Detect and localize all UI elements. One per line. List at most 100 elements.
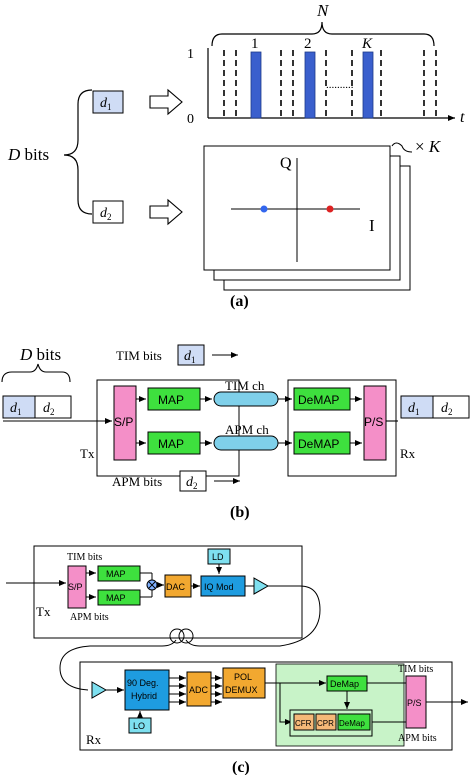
d1-box-a <box>92 90 124 114</box>
demap-bot-label: DeMap <box>339 719 365 728</box>
d1-label-a: d1 <box>100 96 112 112</box>
apm-bits-label-c-tx: APM bits <box>70 612 109 623</box>
hybrid-label-2: Hybrid <box>131 691 157 701</box>
hollow-arrow-2 <box>149 198 183 226</box>
cfr-label: CFR <box>295 719 312 728</box>
fiber-spool-1 <box>169 628 185 644</box>
pulse-label-1: 1 <box>251 36 259 52</box>
label-D-bits-b: D bits <box>19 345 61 364</box>
pol-label-2: DEMUX <box>225 685 258 695</box>
map-label-2-b: MAP <box>158 437 184 451</box>
amplifier-tx <box>253 577 270 595</box>
d2-box-a <box>92 200 124 224</box>
tim-d1-box <box>177 344 205 366</box>
apm-bits-label-c-rx: APM bits <box>398 733 437 744</box>
fiber-spool-2 <box>178 628 194 644</box>
pulse-label-K: K <box>361 36 373 52</box>
tim-channel <box>213 391 279 407</box>
demap-label-2-b: DeMAP <box>298 437 339 451</box>
brace-D-bits-b <box>1 363 71 383</box>
apm-d2-box <box>179 470 207 492</box>
dashed-slots <box>223 50 437 118</box>
input-d2-part <box>34 395 72 419</box>
pulse-label-2: 2 <box>304 36 312 52</box>
multiplier-cross <box>148 581 156 589</box>
constellation-point-red <box>326 205 334 213</box>
tx-label-b: Tx <box>80 446 95 461</box>
input-d2-label: d2 <box>43 401 55 417</box>
tx-label-c: Tx <box>36 604 51 619</box>
label-N: N <box>316 1 330 20</box>
amplifier-rx <box>91 681 108 699</box>
lo-label: LO <box>133 721 145 731</box>
brace-K <box>391 142 413 153</box>
tim-bits-label-c-rx: TIM bits <box>398 664 433 675</box>
tim-ch-label: TIM ch <box>225 378 265 393</box>
rx-label-c: Rx <box>86 732 102 747</box>
d2-label-a: d2 <box>100 206 112 222</box>
rx-label-b: Rx <box>400 446 416 461</box>
cfr-block <box>293 713 315 731</box>
panel-c: Tx TIM bits APM bits S/P MAP MAP DAC LD … <box>6 545 468 775</box>
tx-frame-c <box>33 545 303 639</box>
map-label-1-b: MAP <box>158 393 184 407</box>
hollow-arrow-1 <box>149 88 183 116</box>
pulse-2 <box>304 51 316 119</box>
label-D-bits-a: D bits <box>7 145 49 164</box>
rx-frame-c <box>79 661 453 751</box>
axis-label-0: 0 <box>187 112 194 127</box>
ps-label-b: P/S <box>364 415 383 429</box>
dac-label: DAC <box>166 582 186 592</box>
map-label-2-c: MAP <box>106 593 126 603</box>
panel-b: D bits d1 d2 TIM bits d1 Tx S/P MAP MAP … <box>1 344 470 521</box>
tx-box-b <box>96 379 240 477</box>
i-axis-label: I <box>369 216 375 235</box>
demap-top-label: DeMap <box>330 679 359 689</box>
demap-label-1-b: DeMAP <box>298 393 339 407</box>
pol-cfr <box>279 683 292 725</box>
q-axis-label: Q <box>280 155 292 172</box>
sp-block-c <box>67 565 87 609</box>
sp-block-b <box>113 385 137 461</box>
demap-bot-block <box>337 713 371 731</box>
rx-box-b <box>287 379 397 477</box>
apm-bits-label-b: APM bits <box>112 474 162 489</box>
tim-bits-label-c-tx: TIM bits <box>67 552 102 563</box>
caption-a: (a) <box>230 293 249 310</box>
ld-label: LD <box>212 552 224 562</box>
ps-label-c: P/S <box>407 698 422 708</box>
cpr-block <box>315 713 337 731</box>
caption-b: (b) <box>230 504 250 521</box>
output-d2-part <box>432 395 470 419</box>
hybrid-block <box>124 669 170 711</box>
sp-label-b: S/P <box>114 415 133 429</box>
brace-N <box>211 21 435 47</box>
sp-label-c: S/P <box>68 582 83 592</box>
hybrid-adc-lines <box>169 675 186 705</box>
pulse-K <box>362 51 374 119</box>
output-d2-label: d2 <box>441 401 453 417</box>
times-K-label: × K <box>415 137 442 156</box>
apm-ch-label: APM ch <box>225 422 269 437</box>
pol-demux-block <box>222 667 266 699</box>
fiber-path <box>59 585 321 691</box>
tim-bits-label-b: TIM bits <box>116 348 162 363</box>
ps-block-b <box>363 385 387 461</box>
tim-d1-label: d1 <box>184 349 196 365</box>
input-d1-label: d1 <box>10 401 22 417</box>
caption-c: (c) <box>232 759 250 775</box>
output-d1-label: d1 <box>408 401 420 417</box>
adc-pol-lines <box>211 675 222 705</box>
brace-D-bits <box>63 89 93 215</box>
iq-mod-label: IQ Mod <box>204 582 234 592</box>
adc-label: ADC <box>189 685 209 695</box>
constellation-point-blue <box>260 205 268 213</box>
axis-label-1: 1 <box>187 47 194 62</box>
pulse-1 <box>250 51 262 119</box>
adc-block <box>186 671 212 707</box>
pulse-ellipsis: .......... <box>326 79 354 91</box>
apm-channel <box>213 435 279 451</box>
axis-label-t: t <box>460 109 465 126</box>
hybrid-label-1: 90 Deg. <box>127 678 159 688</box>
